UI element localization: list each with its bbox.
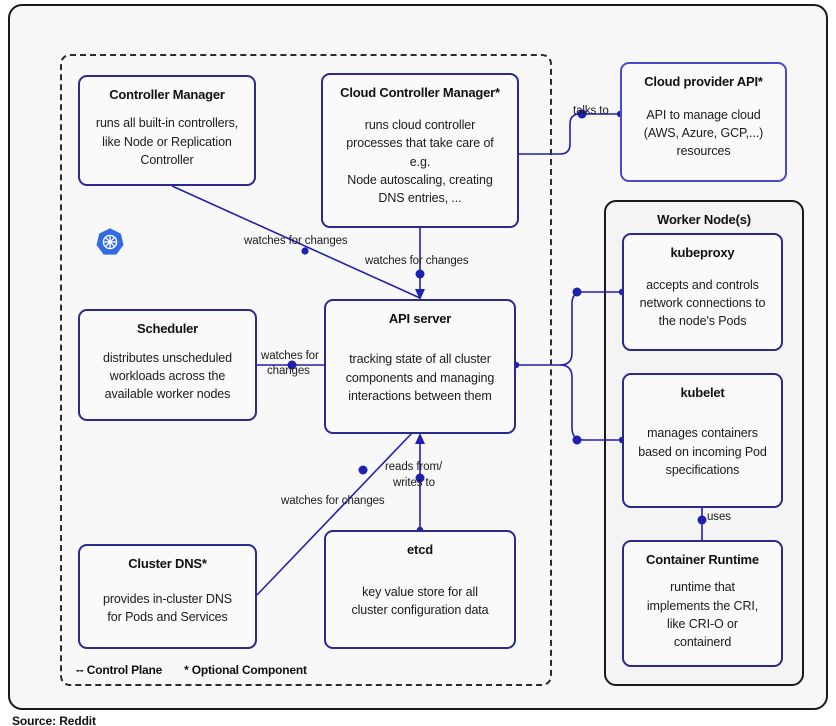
desc-line: runs all built-in controllers,	[95, 116, 239, 131]
desc-line: manages containers	[647, 426, 758, 441]
kubelet-desc: manages containers based on incoming Pod…	[638, 407, 767, 496]
scheduler-desc: distributes unscheduled workloads across…	[103, 343, 232, 409]
desc-line: runtime that	[670, 580, 735, 595]
kubeproxy-desc: accepts and controls network connections…	[640, 267, 766, 339]
kubeproxy-title: kubeproxy	[670, 245, 735, 260]
api-server-desc: tracking state of all cluster components…	[346, 333, 495, 422]
container-runtime-desc: runtime that implements the CRI, like CR…	[647, 574, 758, 655]
edge-label-etcd-to-api-line2: writes to	[393, 477, 435, 489]
desc-line: specifications	[665, 462, 740, 477]
desc-line: available worker nodes	[104, 387, 231, 402]
box-cloud-provider-api[interactable]: Cloud provider API* API to manage cloud …	[620, 62, 787, 182]
legend-optional-component: * Optional Component	[184, 663, 307, 677]
cloud-controller-manager-title: Cloud Controller Manager*	[340, 85, 500, 100]
kubelet-title: kubelet	[680, 385, 725, 400]
edge-label-ccm-to-cloud: talks to	[573, 105, 609, 117]
controller-manager-title: Controller Manager	[109, 87, 225, 102]
desc-line: components and managing	[345, 370, 495, 385]
desc-line: runs cloud controller	[364, 118, 476, 133]
desc-line: Node autoscaling, creating	[347, 172, 493, 187]
cloud-provider-api-desc: API to manage cloud (AWS, Azure, GCP,...…	[643, 96, 764, 170]
box-api-server[interactable]: API server tracking state of all cluster…	[324, 299, 516, 434]
worker-node-title: Worker Node(s)	[657, 212, 751, 227]
scheduler-title: Scheduler	[136, 321, 199, 336]
cloud-provider-api-title: Cloud provider API*	[644, 74, 763, 89]
box-cloud-controller-manager[interactable]: Cloud Controller Manager* runs cloud con…	[321, 73, 519, 228]
edge-label-ccm-to-api: watches for changes	[365, 255, 469, 267]
box-controller-manager[interactable]: Controller Manager runs all built-in con…	[78, 75, 256, 186]
etcd-title: etcd	[407, 542, 433, 557]
desc-line: network connections to	[639, 296, 766, 311]
source-caption: Source: Reddit	[12, 714, 96, 726]
desc-line: implements the CRI,	[646, 598, 759, 613]
desc-line: API to manage cloud	[646, 107, 761, 122]
etcd-desc: key value store for all cluster configur…	[351, 564, 488, 637]
legend: -- Control Plane * Optional Component	[76, 663, 307, 677]
desc-line: Controller	[140, 152, 194, 167]
edge-label-scheduler-to-api-line1: watches for	[261, 350, 319, 362]
cluster-dns-title: Cluster DNS*	[128, 556, 207, 571]
edge-label-kubelet-to-runtime: uses	[707, 511, 731, 523]
desc-line: like Node or Replication	[102, 134, 232, 149]
desc-line: containerd	[673, 634, 732, 649]
desc-line: workloads across the	[109, 369, 226, 384]
desc-line: resources	[676, 144, 731, 159]
kubernetes-logo-icon	[96, 228, 124, 255]
desc-line: based on incoming Pod	[638, 444, 767, 459]
edge-label-scheduler-to-api-line2: changes	[267, 365, 310, 377]
cloud-controller-manager-desc: runs cloud controller processes that tak…	[346, 107, 493, 216]
desc-line: provides in-cluster DNS	[103, 591, 232, 606]
desc-line: cluster configuration data	[351, 602, 489, 617]
box-scheduler[interactable]: Scheduler distributes unscheduled worklo…	[78, 309, 257, 421]
cluster-dns-desc: provides in-cluster DNS for Pods and Ser…	[103, 578, 232, 637]
box-kubelet[interactable]: kubelet manages containers based on inco…	[622, 373, 783, 508]
desc-line: key value store for all	[362, 584, 478, 599]
legend-control-plane: -- Control Plane	[76, 663, 163, 677]
desc-line: DNS entries, ...	[378, 190, 462, 205]
desc-line: accepts and controls	[646, 277, 759, 292]
edge-label-dns-to-api: watches for changes	[281, 495, 385, 507]
api-server-title: API server	[388, 311, 452, 326]
desc-line: processes that take care of	[346, 136, 494, 151]
box-cluster-dns[interactable]: Cluster DNS* provides in-cluster DNS for…	[78, 544, 257, 649]
desc-line: for Pods and Services	[107, 609, 228, 624]
box-container-runtime[interactable]: Container Runtime runtime that implement…	[622, 540, 783, 667]
edge-label-etcd-to-api-line1: reads from/	[385, 461, 443, 473]
desc-line: tracking state of all cluster	[349, 352, 491, 367]
desc-line: the node's Pods	[658, 314, 747, 329]
desc-line: like CRI-O or	[667, 616, 738, 631]
container-runtime-title: Container Runtime	[646, 552, 759, 567]
box-etcd[interactable]: etcd key value store for all cluster con…	[324, 530, 516, 649]
box-kubeproxy[interactable]: kubeproxy accepts and controls network c…	[622, 233, 783, 351]
desc-line: interactions between them	[348, 388, 492, 403]
edge-label-cm-to-api: watches for changes	[244, 235, 348, 247]
desc-line: e.g.	[409, 154, 431, 169]
desc-line: distributes unscheduled	[102, 350, 233, 365]
controller-manager-desc: runs all built-in controllers, like Node…	[96, 109, 238, 174]
desc-line: (AWS, Azure, GCP,...)	[643, 126, 764, 141]
